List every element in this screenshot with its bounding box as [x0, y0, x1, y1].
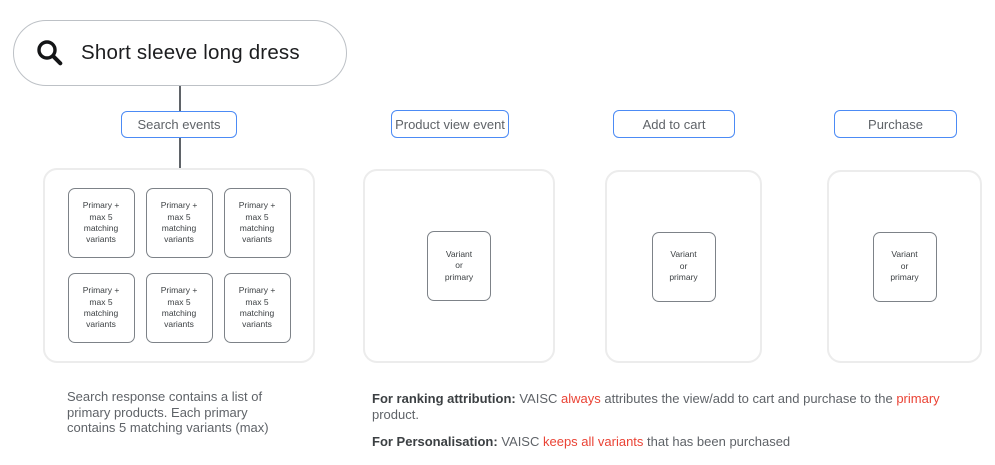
- personalisation-note: For Personalisation: VAISC keeps all var…: [372, 434, 990, 450]
- event-chip-add-to-cart[interactable]: Add to cart: [613, 110, 735, 138]
- search-query-text: Short sleeve long dress: [81, 41, 300, 64]
- event-chip-search-events[interactable]: Search events: [121, 111, 237, 138]
- add-to-cart-panel: Variant or primary: [605, 170, 762, 363]
- search-results-panel: Primary + max 5 matching variants Primar…: [43, 168, 315, 363]
- product-view-panel: Variant or primary: [363, 169, 555, 363]
- primary-variants-card: Primary + max 5 matching variants: [145, 188, 213, 258]
- note-text: VAISC: [515, 391, 561, 406]
- note-text: VAISC: [497, 434, 543, 449]
- note-label: For ranking attribution:: [372, 391, 516, 406]
- note-text: that has been purchased: [643, 434, 791, 449]
- event-chip-purchase[interactable]: Purchase: [834, 110, 957, 138]
- purchase-panel: Variant or primary: [827, 170, 982, 363]
- event-chip-product-view[interactable]: Product view event: [391, 110, 509, 138]
- connector-chip-to-panel: [179, 138, 181, 169]
- search-response-note: Search response contains a list of prima…: [67, 389, 269, 435]
- note-label: For Personalisation:: [372, 434, 498, 449]
- primary-variants-card: Primary + max 5 matching variants: [67, 188, 135, 258]
- variant-or-primary-card: Variant or primary: [872, 231, 937, 302]
- note-text: product.: [372, 407, 419, 422]
- ranking-attribution-note: For ranking attribution: VAISC always at…: [372, 391, 990, 423]
- note-text: attributes the view/add to cart and purc…: [600, 391, 897, 406]
- primary-variants-card: Primary + max 5 matching variants: [145, 273, 213, 343]
- attribution-notes: For ranking attribution: VAISC always at…: [372, 391, 990, 461]
- variant-or-primary-card: Variant or primary: [651, 231, 716, 302]
- search-input[interactable]: Short sleeve long dress: [13, 20, 347, 86]
- search-icon: [37, 40, 63, 66]
- primary-variants-card: Primary + max 5 matching variants: [223, 273, 291, 343]
- note-highlight: primary: [896, 391, 940, 406]
- variant-or-primary-card: Variant or primary: [427, 231, 491, 301]
- note-highlight: always: [561, 391, 601, 406]
- note-highlight: keeps all variants: [542, 434, 644, 449]
- primary-variants-card: Primary + max 5 matching variants: [67, 273, 135, 343]
- primary-variants-card: Primary + max 5 matching variants: [223, 188, 291, 258]
- connector-pill-to-chip: [179, 86, 181, 111]
